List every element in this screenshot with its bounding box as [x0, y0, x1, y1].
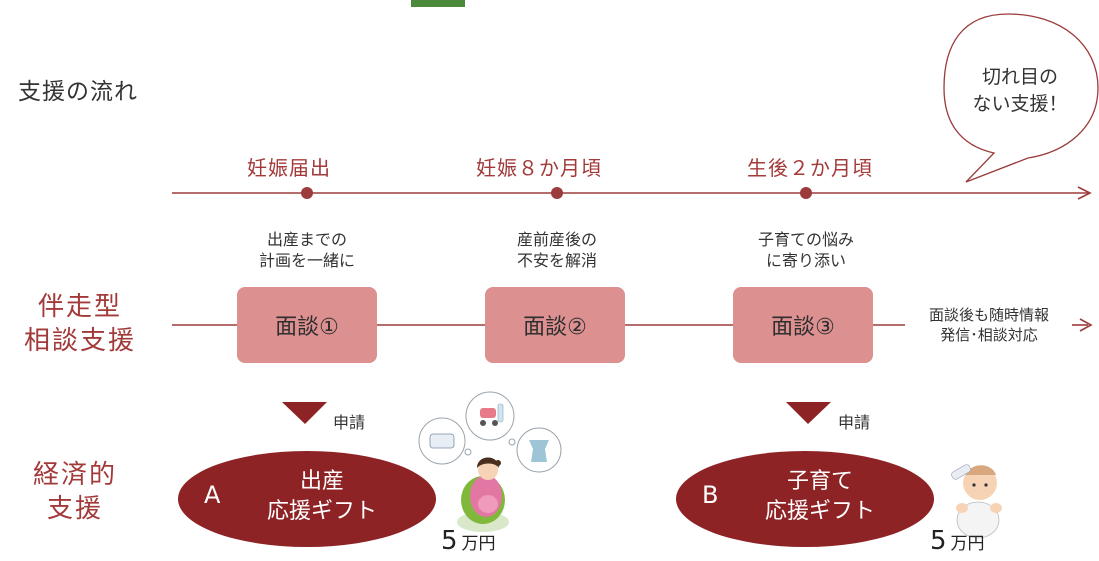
- stage-label-2: 妊娠８か月頃: [476, 156, 602, 180]
- stage-description-2-line-2: 不安を解消: [516, 251, 597, 270]
- stage-description-3-line-2: に寄り添い: [765, 251, 846, 270]
- gift-a-ellipse: A 出産 応援ギフト: [178, 451, 436, 547]
- after-interview-note-line-1: 面談後も随時情報: [928, 306, 1049, 324]
- gift-b-amount-value: 5: [930, 526, 947, 556]
- stage-description-3-line-1: 子育ての悩み: [757, 230, 854, 249]
- pregnant-woman-illustration: [457, 457, 509, 532]
- interview-box-2: 面談②: [485, 287, 625, 363]
- gift-b-line-2: 応援ギフト: [764, 499, 875, 524]
- stage-description-1-line-2: 計画を一緒に: [258, 251, 355, 270]
- stage-label-3: 生後２か月頃: [747, 156, 873, 180]
- economic-row-label-line-1: 経済的: [32, 460, 117, 490]
- top-fragment-graphic: [411, 0, 465, 7]
- timeline-dot-2: [551, 187, 563, 199]
- speech-bubble-line-2: ない支援！: [972, 93, 1068, 115]
- consult-arrowhead: [1079, 318, 1093, 332]
- gift-b-ellipse: B 子育て 応援ギフト: [676, 451, 934, 547]
- thought-bubbles-illustration: [418, 391, 562, 473]
- consult-row-label-line-1: 伴走型: [37, 292, 122, 322]
- page-title: 支援の流れ: [18, 79, 138, 105]
- timeline-arrowhead: [1077, 186, 1092, 200]
- gift-b-letter: B: [702, 481, 719, 509]
- request-triangle-a: [282, 402, 327, 424]
- gift-b-text: 子育て 応援ギフト: [734, 467, 906, 527]
- timeline-dot-1: [301, 187, 313, 199]
- gift-a-line-2: 応援ギフト: [266, 499, 377, 524]
- stage-label-1: 妊娠届出: [247, 156, 331, 180]
- consult-row-label-line-2: 相談支援: [23, 326, 136, 356]
- request-label-b: 申請: [838, 413, 871, 432]
- speech-bubble-text: 切れ目の ない支援！: [950, 64, 1090, 118]
- stage-description-1: 出産までの 計画を一緒に: [227, 229, 387, 271]
- after-interview-note: 面談後も随時情報 発信･相談対応: [908, 305, 1070, 345]
- gift-a-line-1: 出産: [299, 469, 344, 494]
- interview-box-1: 面談①: [237, 287, 377, 363]
- stage-description-2: 産前産後の 不安を解消: [477, 229, 637, 271]
- timeline-dot-3: [800, 187, 812, 199]
- after-interview-note-line-2: 発信･相談対応: [940, 326, 1038, 344]
- speech-bubble-line-1: 切れ目の: [981, 66, 1058, 88]
- stage-description-3: 子育ての悩み に寄り添い: [726, 229, 886, 271]
- gift-a-amount-unit: 万円: [461, 534, 496, 554]
- gift-a-letter: A: [204, 481, 221, 509]
- gift-b-line-1: 子育て: [786, 469, 853, 494]
- speech-bubble-shape: [943, 13, 1099, 183]
- consult-support-row-label: 伴走型 相談支援: [0, 290, 160, 358]
- baby-illustration: [951, 464, 1002, 539]
- gift-a-text: 出産 応援ギフト: [236, 467, 408, 527]
- economic-row-label-line-2: 支援: [46, 494, 103, 524]
- gift-b-amount-unit: 万円: [950, 534, 985, 554]
- interview-box-3: 面談③: [733, 287, 873, 363]
- gift-a-amount-value: 5: [441, 526, 458, 556]
- stage-description-2-line-1: 産前産後の: [516, 230, 597, 249]
- request-label-a: 申請: [333, 413, 366, 432]
- request-triangle-b: [786, 402, 831, 424]
- stage-description-1-line-1: 出産までの: [266, 230, 347, 249]
- economic-support-row-label: 経済的 支援: [0, 458, 150, 526]
